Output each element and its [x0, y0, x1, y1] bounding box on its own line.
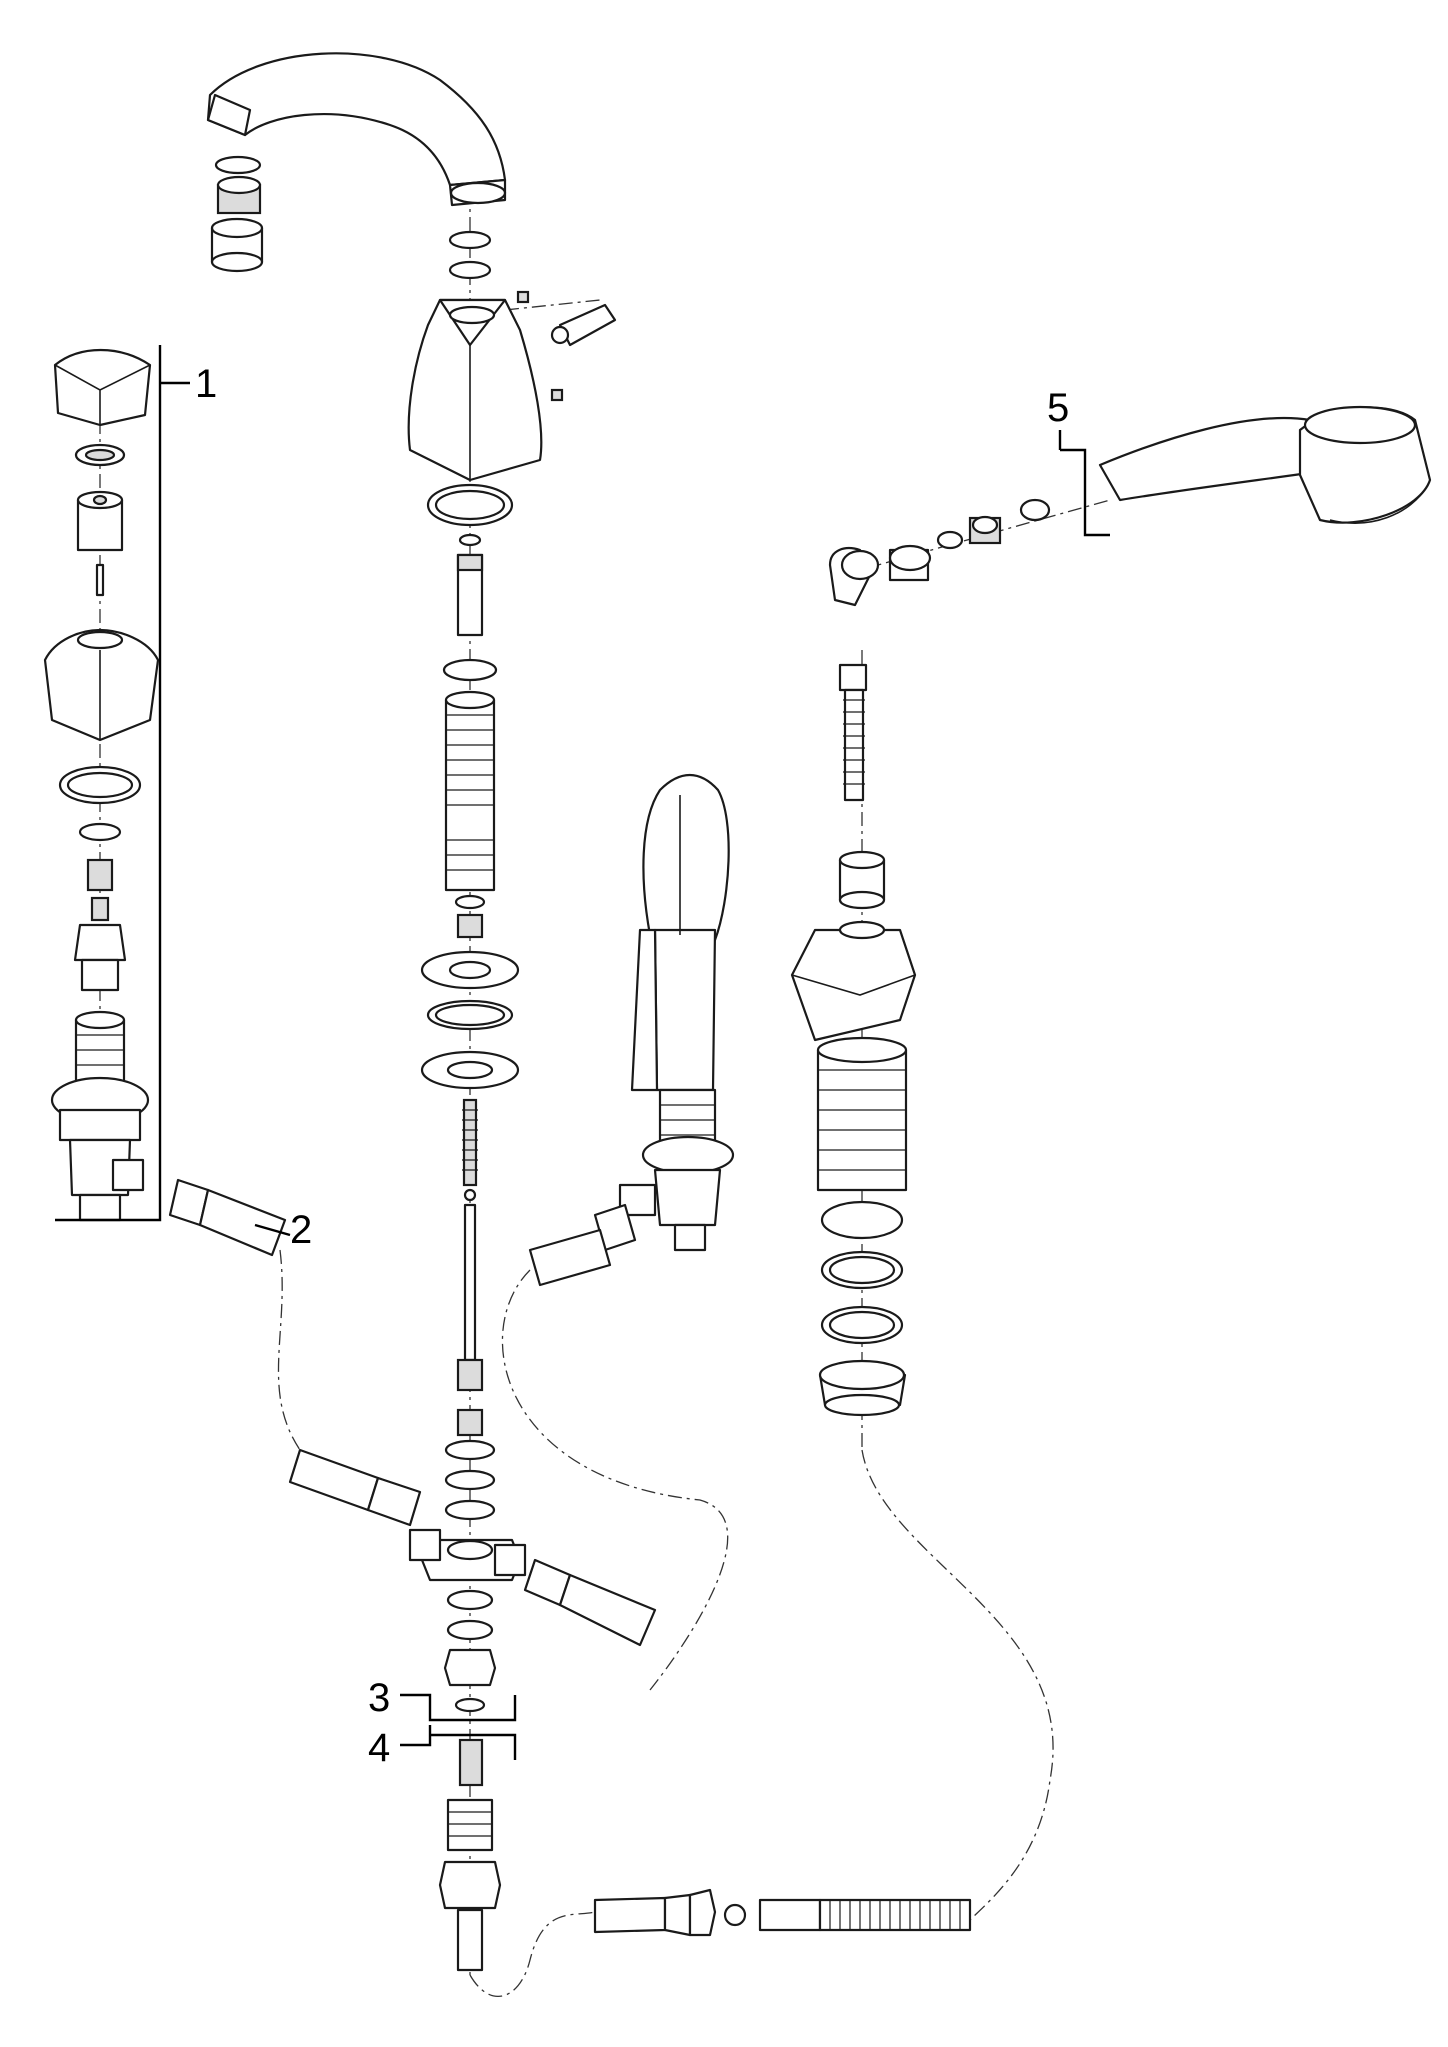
callout-3: 3 [368, 1676, 391, 1720]
callout-4: 4 [368, 1726, 391, 1770]
right-valve-body [618, 1088, 735, 1252]
right-supply-hose-lower [523, 1558, 657, 1647]
callout-1: 1 [195, 362, 218, 406]
left-handle-cap [53, 349, 152, 427]
center-spring-rod [456, 1098, 484, 1392]
hose-elbow-and-nuts [828, 498, 1051, 607]
hand-shower-mount [790, 920, 917, 1417]
left-valve-parts [43, 443, 160, 1222]
group-2-leader [254, 1223, 291, 1237]
center-spindle [456, 553, 484, 637]
shower-supply-hose [593, 1888, 972, 1937]
center-flange-rings [420, 950, 520, 1090]
callout-5: 5 [1047, 386, 1070, 430]
center-threaded-tube [442, 658, 498, 939]
aerator [210, 155, 264, 273]
center-gasket [426, 483, 514, 547]
spout [206, 52, 507, 207]
spout-o-rings [448, 230, 492, 280]
left-supply-hose-lower [288, 1448, 422, 1527]
group-4-bracket [400, 1725, 517, 1760]
center-lower-rings [444, 1408, 496, 1521]
group-5-bracket [1060, 448, 1110, 537]
t-connector-body [408, 1528, 527, 1713]
hose-guide-sleeve [838, 850, 886, 910]
hand-shower-head [1098, 405, 1432, 524]
right-valve-hose [528, 1203, 637, 1287]
set-screws [516, 290, 617, 402]
hose-spring-guard [838, 663, 868, 802]
group-1-bracket [55, 345, 162, 1222]
group-3-bracket [400, 1693, 517, 1722]
center-axis-lines [99, 190, 1111, 1997]
left-supply-hose-upper [168, 1178, 287, 1257]
center-body-housing [407, 298, 543, 482]
right-valve-handle [630, 774, 730, 1092]
callout-2: 2 [290, 1208, 313, 1252]
outlet-connector [438, 1738, 502, 1972]
